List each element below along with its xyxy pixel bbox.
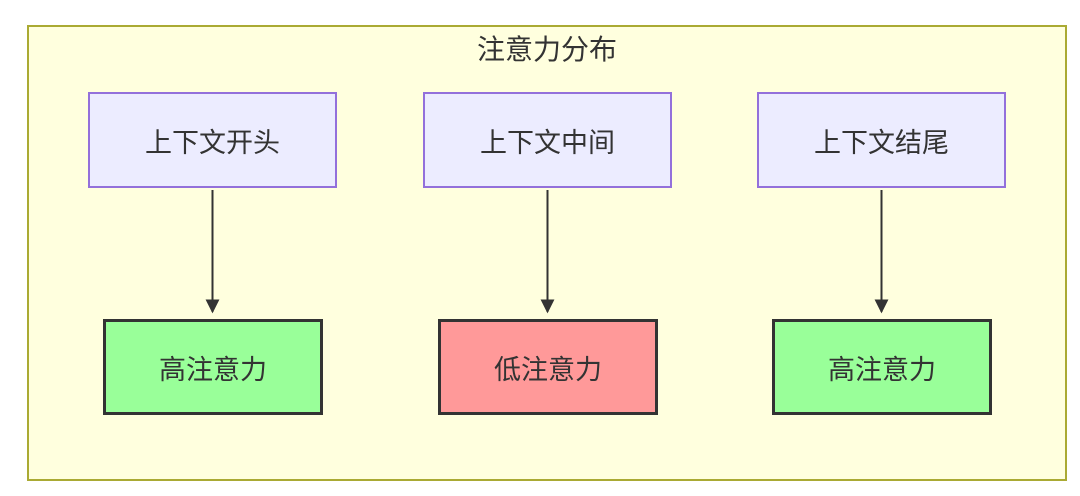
node-context-start-label: 上下文开头 — [145, 127, 280, 159]
node-context-middle-label: 上下文中间 — [480, 127, 615, 159]
node-high-attention-right-label: 高注意力 — [828, 354, 936, 386]
node-context-end: 上下文结尾 — [757, 92, 1006, 188]
node-context-start: 上下文开头 — [88, 92, 337, 188]
node-high-attention-right: 高注意力 — [772, 319, 992, 415]
node-low-attention: 低注意力 — [438, 319, 658, 415]
node-context-end-label: 上下文结尾 — [814, 127, 949, 159]
node-low-attention-label: 低注意力 — [494, 354, 602, 386]
node-high-attention-left: 高注意力 — [103, 319, 323, 415]
node-context-middle: 上下文中间 — [423, 92, 672, 188]
node-high-attention-left-label: 高注意力 — [159, 354, 267, 386]
diagram-title: 注意力分布 — [476, 33, 617, 66]
